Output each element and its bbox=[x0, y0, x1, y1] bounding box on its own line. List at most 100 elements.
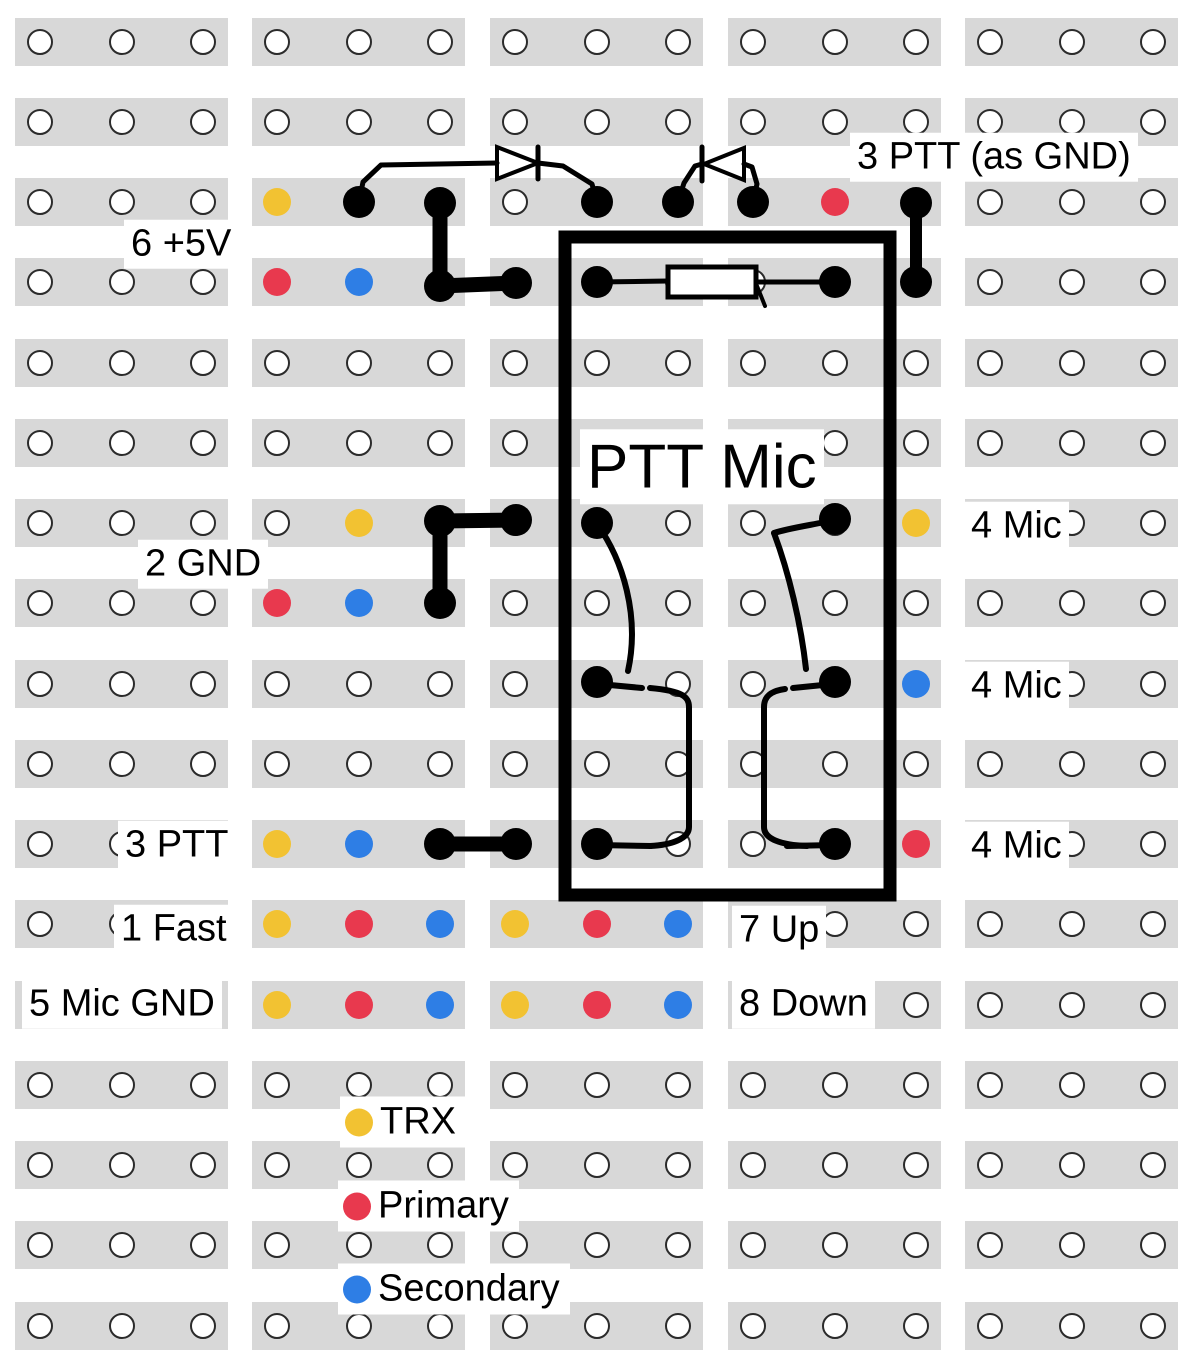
hole bbox=[740, 590, 766, 616]
pin-dot-secondary bbox=[426, 991, 454, 1019]
hole bbox=[740, 831, 766, 857]
solder-joint bbox=[581, 266, 613, 298]
solder-joint bbox=[819, 266, 851, 298]
hole bbox=[977, 1313, 1003, 1339]
hole bbox=[903, 992, 929, 1018]
hole bbox=[427, 430, 453, 456]
solder-joint bbox=[819, 828, 851, 860]
hole bbox=[665, 350, 691, 376]
pin-dot-trx bbox=[263, 991, 291, 1019]
hole bbox=[264, 1232, 290, 1258]
hole bbox=[190, 109, 216, 135]
pin-dot-primary bbox=[263, 268, 291, 296]
pin-dot-trx bbox=[501, 991, 529, 1019]
pin-dot-primary bbox=[263, 589, 291, 617]
label-mic-4-bottom: 4 Mic bbox=[964, 821, 1069, 871]
hole bbox=[264, 1313, 290, 1339]
solder-joint bbox=[900, 266, 932, 298]
hole bbox=[27, 911, 53, 937]
hole bbox=[427, 29, 453, 55]
hole bbox=[346, 109, 372, 135]
legend-item-trx: TRX bbox=[340, 1096, 466, 1148]
hole bbox=[903, 350, 929, 376]
hole bbox=[1140, 1072, 1166, 1098]
hole bbox=[109, 671, 135, 697]
hole bbox=[27, 1313, 53, 1339]
hole bbox=[190, 671, 216, 697]
legend-item-primary: Primary bbox=[338, 1180, 519, 1232]
hole bbox=[109, 590, 135, 616]
hole bbox=[1140, 671, 1166, 697]
hole bbox=[977, 751, 1003, 777]
pin-dot-trx bbox=[263, 830, 291, 858]
hole bbox=[502, 1072, 528, 1098]
hole bbox=[822, 1152, 848, 1178]
solder-joint bbox=[581, 828, 613, 860]
primary-legend-dot bbox=[343, 1192, 371, 1220]
hole bbox=[1059, 911, 1085, 937]
mic-hook bbox=[761, 686, 810, 849]
solder-joint bbox=[424, 828, 456, 860]
pin-dot-secondary bbox=[345, 830, 373, 858]
pin-dot-secondary bbox=[426, 910, 454, 938]
hole bbox=[665, 1313, 691, 1339]
hole bbox=[109, 189, 135, 215]
hole bbox=[977, 1232, 1003, 1258]
hole bbox=[1140, 430, 1166, 456]
hole bbox=[584, 350, 610, 376]
hole bbox=[1140, 911, 1166, 937]
hole bbox=[1059, 1152, 1085, 1178]
hole bbox=[27, 189, 53, 215]
hole bbox=[27, 350, 53, 376]
hole bbox=[27, 1232, 53, 1258]
hole bbox=[903, 1313, 929, 1339]
pin-dot-secondary bbox=[345, 589, 373, 617]
hole bbox=[109, 751, 135, 777]
hole bbox=[977, 1072, 1003, 1098]
solder-joint bbox=[500, 828, 532, 860]
hole bbox=[584, 590, 610, 616]
hole bbox=[109, 350, 135, 376]
diode2-triangle bbox=[698, 145, 746, 183]
pin-dot-secondary bbox=[664, 910, 692, 938]
hole bbox=[584, 1152, 610, 1178]
hole bbox=[502, 751, 528, 777]
hole bbox=[427, 109, 453, 135]
hole bbox=[822, 751, 848, 777]
hole bbox=[346, 1152, 372, 1178]
hole bbox=[740, 109, 766, 135]
pin-dot-primary bbox=[583, 991, 611, 1019]
hole bbox=[977, 189, 1003, 215]
hole bbox=[27, 590, 53, 616]
pin-dot-trx bbox=[263, 188, 291, 216]
pin-dot-primary bbox=[345, 991, 373, 1019]
hole bbox=[1059, 1313, 1085, 1339]
hole bbox=[903, 1072, 929, 1098]
hole bbox=[427, 671, 453, 697]
hole bbox=[665, 1232, 691, 1258]
hole bbox=[502, 430, 528, 456]
hole bbox=[346, 29, 372, 55]
hole bbox=[1140, 29, 1166, 55]
trx-legend-dot bbox=[345, 1108, 373, 1136]
hole bbox=[27, 269, 53, 295]
hole bbox=[1140, 109, 1166, 135]
hole bbox=[977, 992, 1003, 1018]
hole bbox=[109, 1232, 135, 1258]
hole bbox=[822, 29, 848, 55]
hole bbox=[740, 1232, 766, 1258]
hole bbox=[903, 911, 929, 937]
hole bbox=[27, 831, 53, 857]
pin-dot-trx bbox=[345, 509, 373, 537]
legend-label: Secondary bbox=[378, 1267, 560, 1310]
solder-joint bbox=[424, 587, 456, 619]
ptt-switch-diagonal bbox=[594, 521, 635, 674]
hole bbox=[903, 430, 929, 456]
hole bbox=[190, 430, 216, 456]
hole bbox=[427, 1232, 453, 1258]
label-down-8: 8 Down bbox=[732, 979, 875, 1029]
hole bbox=[502, 189, 528, 215]
hole bbox=[1140, 189, 1166, 215]
hole bbox=[27, 109, 53, 135]
hole bbox=[427, 1152, 453, 1178]
